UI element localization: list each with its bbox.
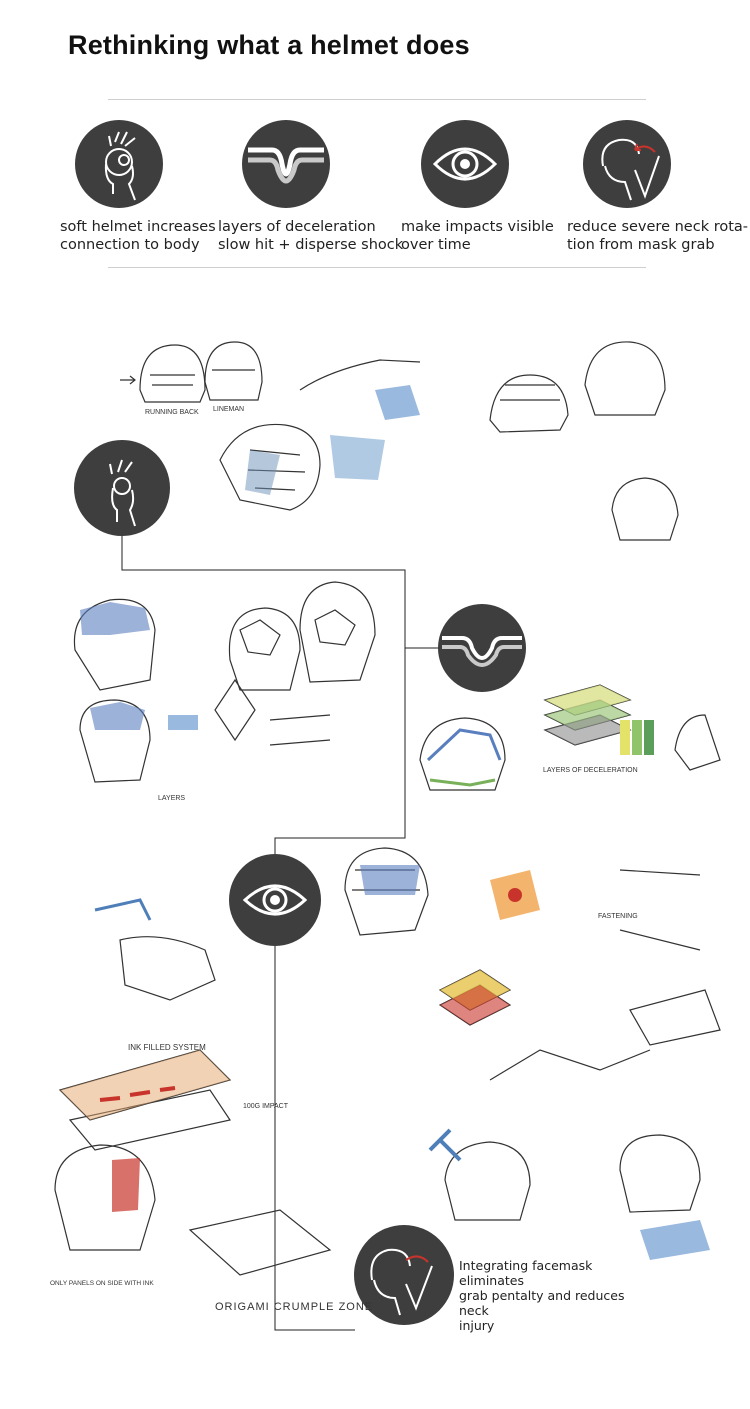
sketch-circle-layers bbox=[438, 604, 526, 692]
blue-shell-sketches bbox=[80, 602, 198, 730]
label-impact: 100G IMPACT bbox=[243, 1103, 289, 1110]
label-only-panels: ONLY PANELS ON SIDE WITH INK bbox=[50, 1280, 154, 1287]
handwritten-labels: RUNNING BACK LINEMAN LAYERS LAYERS OF DE… bbox=[50, 406, 638, 1313]
sketch-collage: RUNNING BACK LINEMAN LAYERS LAYERS OF DE… bbox=[0, 290, 750, 1390]
label-running-back: RUNNING BACK bbox=[145, 409, 199, 416]
sketch-canvas: RUNNING BACK LINEMAN LAYERS LAYERS OF DE… bbox=[50, 341, 721, 1331]
facemask-note: Integrating facemask eliminates grab pen… bbox=[459, 1258, 625, 1333]
helmet-sketch-group-2 bbox=[73, 581, 376, 783]
deceleration-layers-icon bbox=[242, 120, 330, 208]
feature-deceleration: layers of deceleration slow hit + disper… bbox=[218, 120, 404, 254]
feature-label: layers of deceleration slow hit + disper… bbox=[218, 219, 404, 253]
page-title: Rethinking what a helmet does bbox=[68, 30, 470, 60]
neck-rotation-icon bbox=[583, 120, 671, 208]
label-layers-deceleration: LAYERS OF DECELERATION bbox=[543, 767, 638, 774]
sketch-circle-head bbox=[74, 440, 170, 536]
sketch-circle-neck bbox=[354, 1225, 454, 1325]
feature-neck-rotation: reduce severe neck rota- tion from mask … bbox=[567, 120, 749, 254]
feature-visible-impacts: make impacts visible over time bbox=[401, 120, 581, 254]
label-lineman: LINEMAN bbox=[213, 406, 244, 413]
feature-label: reduce severe neck rota- tion from mask … bbox=[567, 219, 749, 253]
feature-label: soft helmet increases connection to body bbox=[60, 219, 216, 253]
feature-soft-helmet: soft helmet increases connection to body bbox=[60, 120, 240, 254]
head-connection-icon bbox=[75, 120, 163, 208]
feature-label: make impacts visible over time bbox=[401, 219, 554, 253]
bottom-divider bbox=[108, 267, 646, 268]
label-origami: ORIGAMI CRUMPLE ZONE bbox=[215, 1301, 373, 1313]
sketch-circle-eye bbox=[229, 854, 321, 946]
label-ink-system: INK FILLED SYSTEM bbox=[128, 1043, 206, 1052]
top-divider bbox=[108, 99, 646, 100]
label-layers: LAYERS bbox=[158, 795, 185, 802]
accent-color-sketches bbox=[60, 865, 710, 1260]
eye-icon bbox=[421, 120, 509, 208]
helmet-sketch-group-1 bbox=[120, 341, 679, 541]
label-fastening: FASTENING bbox=[598, 913, 638, 920]
connector-lines bbox=[121, 530, 440, 1331]
blue-pad-sketches bbox=[245, 385, 420, 495]
colored-layer-sketches bbox=[426, 685, 654, 787]
